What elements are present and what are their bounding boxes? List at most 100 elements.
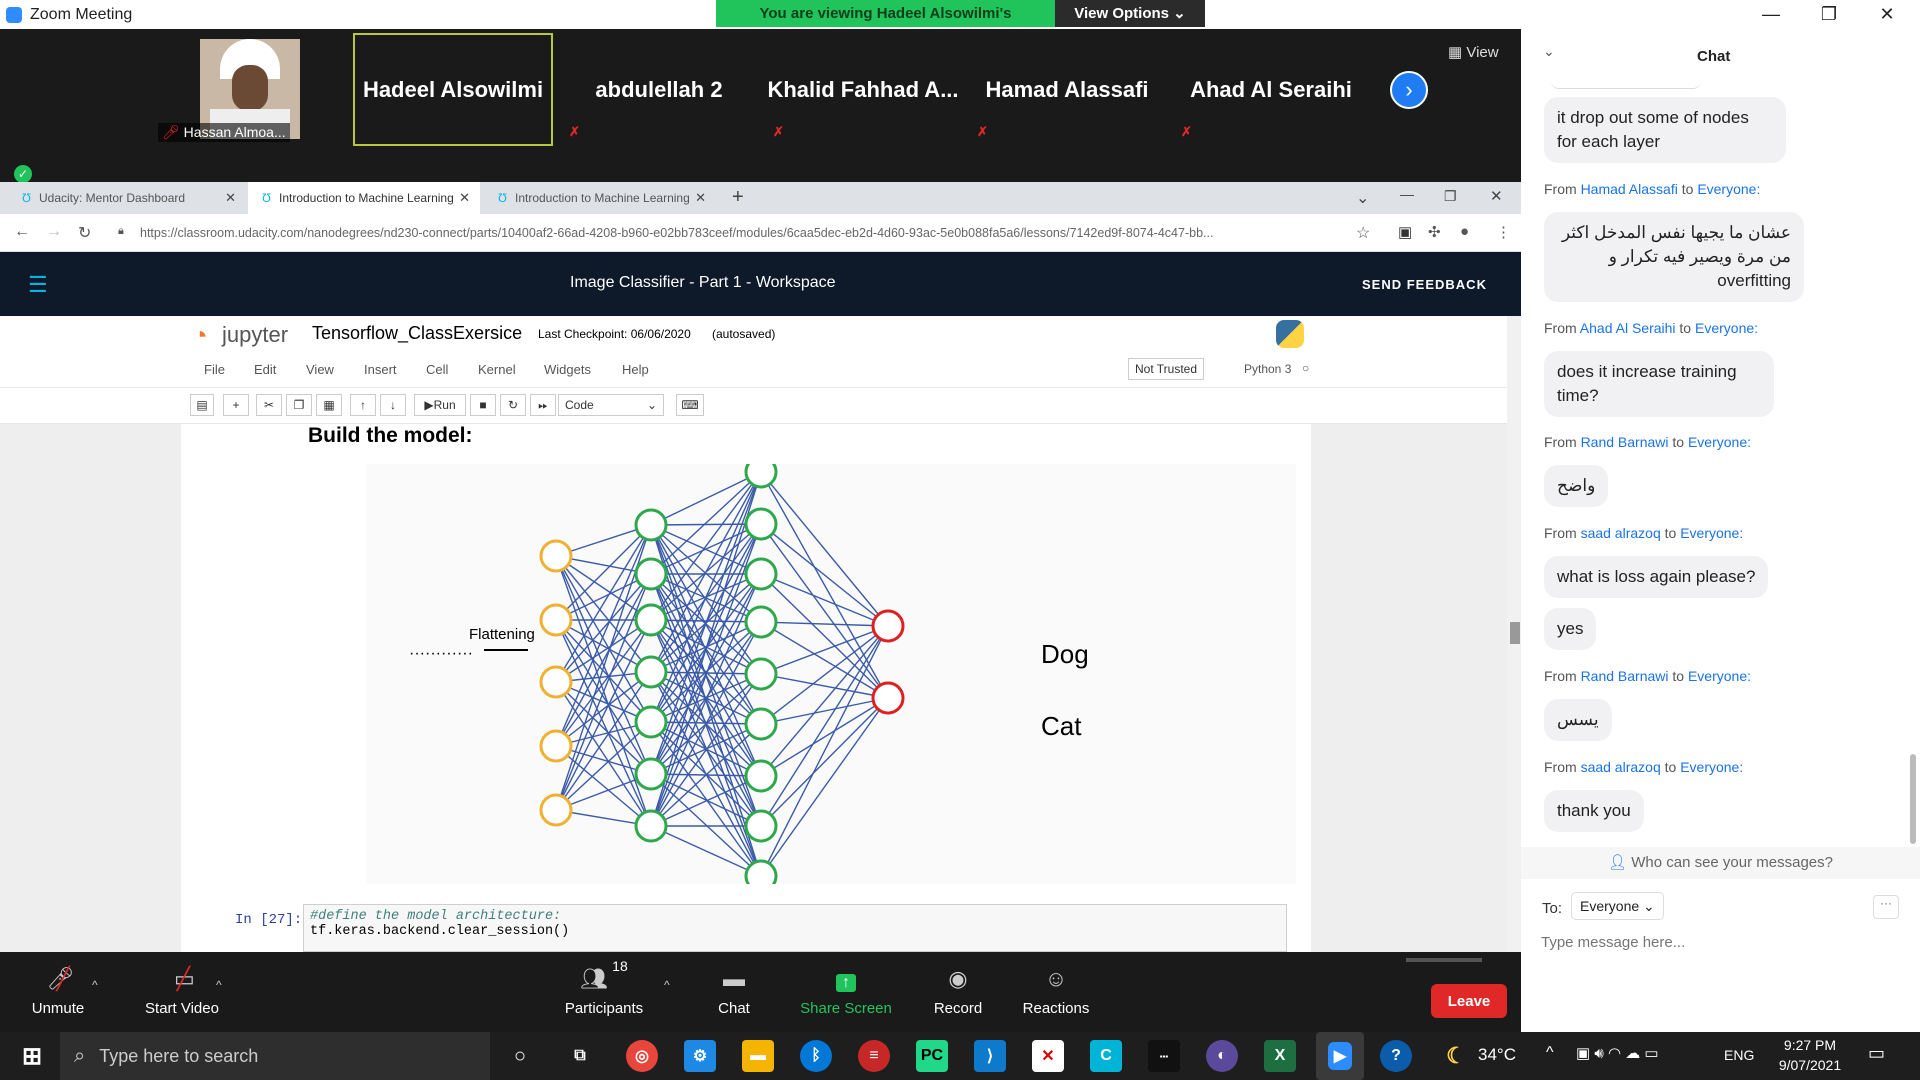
view-button[interactable]: ▦ View: [1448, 44, 1499, 61]
restore-icon[interactable]: ❐: [1820, 4, 1838, 24]
recipient-select[interactable]: Everyone ⌄: [1571, 892, 1664, 920]
kernel-name[interactable]: Python 3: [1244, 362, 1292, 376]
app-icon[interactable]: C: [1090, 1040, 1122, 1072]
connection-line: [760, 573, 889, 627]
menu-cell[interactable]: Cell: [426, 362, 449, 377]
taskbar-search[interactable]: ⌕Type here to search: [60, 1032, 490, 1080]
zoom-taskbar-icon[interactable]: ▶: [1316, 1032, 1364, 1080]
tab-search-icon[interactable]: ⌄: [1356, 190, 1370, 207]
paste-icon[interactable]: ▦: [316, 394, 342, 416]
view-options-button[interactable]: View Options ⌄: [1055, 0, 1205, 27]
windows-start-icon[interactable]: ⊞: [21, 1042, 43, 1070]
reload-icon[interactable]: ↻: [78, 225, 92, 242]
video-options-icon[interactable]: ^: [216, 978, 222, 992]
menu-icon[interactable]: ⋮: [1496, 224, 1511, 241]
menu-file[interactable]: File: [204, 362, 225, 377]
participant-tile[interactable]: Khalid Fahhad A... ✗: [763, 33, 963, 146]
help-icon[interactable]: ?: [1380, 1040, 1412, 1072]
participants-options-icon[interactable]: ^: [664, 978, 670, 992]
share-screen-button[interactable]: ↑Share Screen: [800, 974, 892, 1017]
keyboard-icon[interactable]: ⌨: [676, 394, 704, 416]
unmute-button[interactable]: 🎤︎╱Unmute: [31, 966, 85, 1017]
back-icon[interactable]: ←: [14, 223, 30, 240]
app-icon[interactable]: ≡: [858, 1040, 890, 1072]
participant-tile[interactable]: Ahad Al Seraihi ✗: [1171, 33, 1371, 146]
show-hidden-icon[interactable]: ^: [1546, 1044, 1554, 1061]
copy-icon[interactable]: ❐: [286, 394, 312, 416]
menu-help[interactable]: Help: [622, 362, 649, 377]
move-down-icon[interactable]: ↓: [380, 394, 406, 416]
chat-scrollbar[interactable]: [1910, 754, 1916, 844]
minimize-icon[interactable]: —: [1762, 4, 1780, 24]
send-feedback-button[interactable]: SEND FEEDBACK: [1362, 277, 1487, 292]
message-visibility-info[interactable]: 👤︎ Who can see your messages?: [1521, 847, 1920, 879]
vscode-icon[interactable]: ⟩: [974, 1040, 1006, 1072]
profile-icon[interactable]: ●: [1460, 223, 1470, 240]
audio-options-icon[interactable]: ^: [92, 978, 98, 992]
close-icon[interactable]: ✕: [1490, 188, 1503, 205]
chat-button[interactable]: ▬Chat: [718, 966, 750, 1017]
leave-button[interactable]: Leave: [1431, 984, 1507, 1018]
task-view-icon[interactable]: ⧉: [574, 1047, 586, 1064]
forward-icon[interactable]: →: [46, 223, 62, 240]
minimize-icon[interactable]: —: [1400, 186, 1414, 202]
chrome-icon[interactable]: ◎: [626, 1040, 658, 1072]
notification-icon[interactable]: ▭: [1868, 1043, 1886, 1063]
star-icon[interactable]: ☆: [1356, 225, 1371, 242]
scrollbar-thumb[interactable]: [1510, 622, 1520, 644]
move-up-icon[interactable]: ↑: [350, 394, 376, 416]
participant-tile[interactable]: abdulellah 2 ✗: [559, 33, 759, 146]
new-tab-icon[interactable]: +: [732, 186, 744, 208]
more-options-icon[interactable]: ···: [1873, 895, 1899, 919]
menu-insert[interactable]: Insert: [364, 362, 397, 377]
tray-icons[interactable]: ▣ 🔊︎ ◠ ☁ ▭: [1576, 1045, 1659, 1062]
close-icon[interactable]: ✕: [1879, 4, 1895, 24]
extension-icon[interactable]: ▣: [1398, 224, 1413, 241]
cortana-icon[interactable]: ○: [513, 1044, 527, 1067]
notebook-name[interactable]: Tensorflow_ClassExersice: [312, 323, 523, 343]
cell-type-select[interactable]: Code⌄: [558, 394, 664, 416]
save-icon[interactable]: ▤: [190, 394, 214, 416]
run-button[interactable]: ▶︎ Run: [414, 394, 466, 416]
url-field[interactable]: https://classroom.udacity.com/nanodegree…: [140, 226, 1214, 240]
excel-icon[interactable]: X: [1264, 1040, 1296, 1072]
collapse-icon[interactable]: ⌄: [1543, 43, 1555, 59]
file-explorer-icon[interactable]: ▬: [742, 1040, 774, 1072]
cut-icon[interactable]: ✂: [256, 394, 282, 416]
puzzle-icon[interactable]: ✣: [1428, 224, 1441, 241]
pycharm-icon[interactable]: PC: [916, 1040, 948, 1072]
participant-tile[interactable]: 🎤︎ Hassan Almoa...: [150, 33, 350, 146]
code-cell[interactable]: #define the model architecture: tf.keras…: [303, 904, 1287, 952]
hamburger-icon[interactable]: ☰: [28, 272, 48, 297]
chat-input[interactable]: [1541, 927, 1901, 957]
add-cell-icon[interactable]: +: [223, 394, 249, 416]
participant-tile[interactable]: Hadeel Alsowilmi: [353, 33, 553, 146]
temperature[interactable]: 34°C: [1478, 1045, 1516, 1064]
reactions-button[interactable]: ☺Reactions: [1022, 966, 1090, 1017]
clock[interactable]: 9:27 PM 9/07/2021: [1770, 1035, 1850, 1075]
not-trusted-badge[interactable]: Not Trusted: [1128, 358, 1205, 380]
language-indicator[interactable]: ENG: [1724, 1047, 1755, 1063]
menu-widgets[interactable]: Widgets: [544, 362, 591, 377]
next-page-icon[interactable]: ›: [1390, 71, 1428, 109]
menu-view[interactable]: View: [306, 362, 334, 377]
start-video-button[interactable]: ▭╱Start Video: [145, 966, 219, 1017]
record-button[interactable]: ◉Record: [933, 966, 983, 1017]
restart-icon[interactable]: ↻: [500, 394, 526, 416]
menu-edit[interactable]: Edit: [254, 362, 277, 377]
app-icon[interactable]: ▪▪▪: [1148, 1040, 1180, 1072]
app-icon[interactable]: ✕: [1032, 1040, 1064, 1072]
fast-forward-icon[interactable]: ⏩︎: [530, 394, 556, 416]
bluetooth-icon[interactable]: ᛒ: [800, 1040, 832, 1072]
app-icon[interactable]: ⚙: [684, 1040, 716, 1072]
participant-tile[interactable]: Hamad Alassafi ✗: [967, 33, 1167, 146]
restore-icon[interactable]: ❐: [1444, 188, 1457, 204]
scrollbar[interactable]: [1507, 316, 1521, 952]
stop-icon[interactable]: ■: [470, 394, 496, 416]
menu-kernel[interactable]: Kernel: [478, 362, 516, 377]
app-icon[interactable]: ◐: [1206, 1040, 1238, 1072]
